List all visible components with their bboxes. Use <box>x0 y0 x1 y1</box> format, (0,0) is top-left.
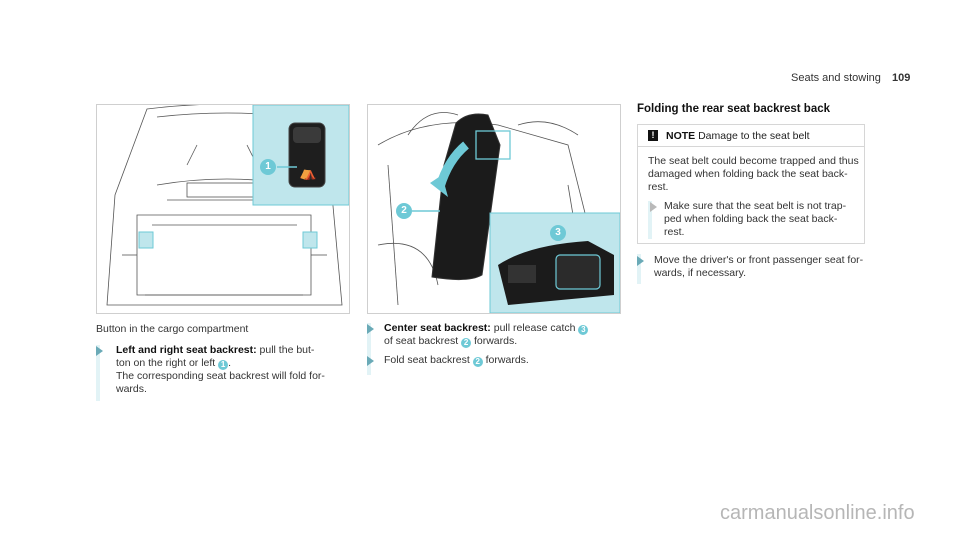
figure-caption: Button in the cargo compartment <box>96 323 249 335</box>
note-text: ped when folding back the seat back- <box>664 213 838 225</box>
section-heading: Folding the rear seat backrest back <box>637 103 831 115</box>
step-arrow-icon <box>96 346 103 356</box>
page-number: 109 <box>891 72 911 84</box>
step-text: . <box>228 357 232 369</box>
step-text: Move the driver's or front passenger sea… <box>654 254 864 266</box>
note-text: rest. <box>664 226 685 238</box>
watermark-logo: carmanualsonline.info <box>720 502 915 524</box>
step-text: wards, if necessary. <box>654 267 747 279</box>
note-text: Make sure that the seat belt is not trap… <box>664 200 847 212</box>
note-step: Make sure that the seat belt is not trap… <box>664 200 860 239</box>
step-bar <box>96 345 100 401</box>
note-text: damaged when folding back the seat back- <box>648 168 848 180</box>
note-text: rest. <box>648 181 669 193</box>
step-title: Left and right seat backrest: <box>116 344 257 356</box>
step-center-backrest: Center seat backrest: pull release catch… <box>384 322 620 348</box>
callout-1-badge: 1 <box>260 159 276 175</box>
figure-center-backrest: 2 3 <box>367 104 621 314</box>
step-arrow-icon <box>367 356 374 366</box>
callout-3-badge: 3 <box>550 225 566 241</box>
callout-2-ref: 2 <box>461 338 472 348</box>
note-title: NOTE Damage to the seat belt <box>666 130 810 142</box>
step-text: pull the but- <box>259 344 315 356</box>
step-text: The corresponding seat backrest will fol… <box>116 370 325 382</box>
step-arrow-icon <box>650 202 657 212</box>
callout-2-badge: 2 <box>396 203 412 219</box>
step-text: of seat backrest <box>384 335 459 347</box>
step-bar <box>367 323 371 375</box>
step-bar <box>637 254 641 284</box>
step-text: forwards. <box>473 335 518 347</box>
section-name: Seats and stowing <box>791 72 881 84</box>
step-arrow-icon <box>367 324 374 334</box>
svg-text:⛺: ⛺ <box>299 165 316 181</box>
note-subject: Damage to the seat belt <box>698 130 810 142</box>
step-left-right-backrest: Left and right seat backrest: pull the b… <box>116 344 348 396</box>
step-bar <box>648 201 652 239</box>
note-text: The seat belt could become trapped and t… <box>648 155 859 167</box>
note-body: The seat belt could become trapped and t… <box>648 155 860 194</box>
step-title: Center seat backrest: <box>384 322 491 334</box>
note-label: NOTE <box>666 130 696 142</box>
warning-icon: ! <box>648 130 658 141</box>
backrest-illustration <box>377 112 620 313</box>
section-title: Seats and stowing 109 <box>791 72 910 84</box>
cargo-illustration: ⛺ <box>106 105 349 306</box>
callout-3-ref: 3 <box>578 325 589 335</box>
figure-cargo-compartment: ⛺ 1 <box>96 104 350 314</box>
callout-1-ref: 1 <box>218 360 229 370</box>
step-move-seat: Move the driver's or front passenger sea… <box>654 254 864 280</box>
step-text: pull release catch <box>493 322 576 334</box>
step-text: wards. <box>116 383 147 395</box>
note-box: ! NOTE Damage to the seat belt The seat … <box>637 124 865 244</box>
step-text: forwards. <box>485 354 529 366</box>
note-header: ! NOTE Damage to the seat belt <box>638 125 864 147</box>
step-text: ton on the right or left <box>116 357 216 369</box>
step-arrow-icon <box>637 256 644 266</box>
callout-2-ref: 2 <box>472 357 483 367</box>
step-text: Fold seat backrest <box>384 354 470 366</box>
step-fold-backrest: Fold seat backrest 2 forwards. <box>384 354 620 367</box>
